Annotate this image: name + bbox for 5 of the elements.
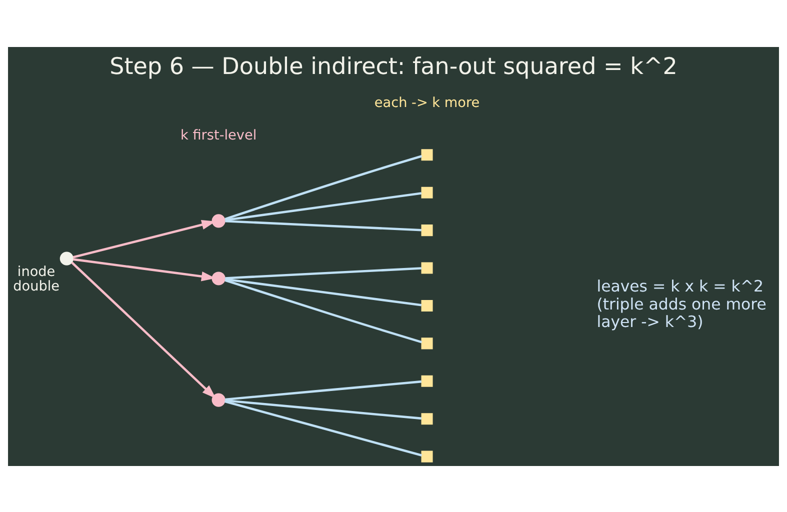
diagram-title: Step 6 — Double indirect: fan-out squared = k^2 xyxy=(110,53,678,80)
label: each -> k more xyxy=(374,94,480,111)
node-label: inode double xyxy=(13,263,60,294)
label: k first-level xyxy=(180,127,257,144)
label: leaves = k x k = k^2 (triple adds one more layer -> k^3) xyxy=(596,276,766,331)
